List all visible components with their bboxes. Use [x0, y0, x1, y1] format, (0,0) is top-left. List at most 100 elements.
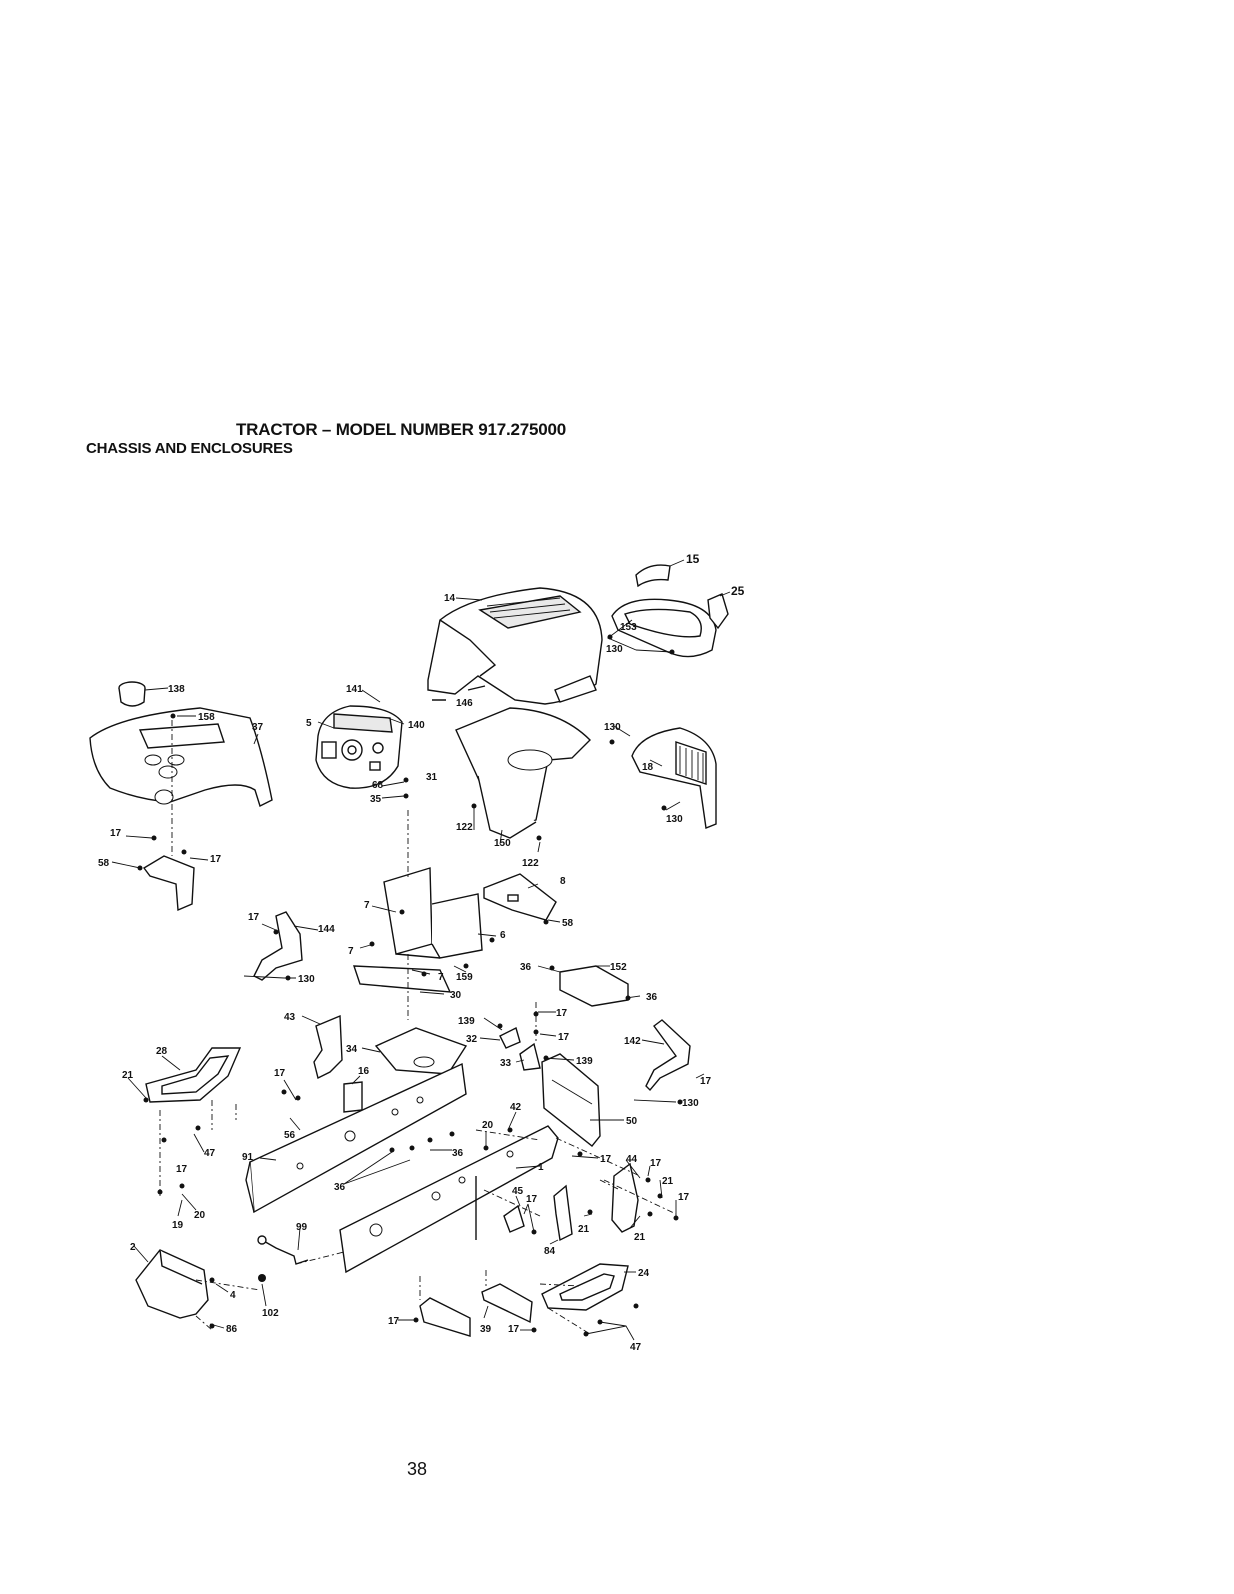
- callout-label: 158: [198, 712, 215, 723]
- callout-label: 144: [318, 924, 335, 935]
- callout-label: 17: [388, 1316, 400, 1327]
- callout-label: 47: [204, 1148, 216, 1159]
- callout-label: 18: [642, 762, 654, 773]
- callout-label: 130: [682, 1098, 699, 1109]
- callout-label: 17: [600, 1154, 612, 1165]
- callout-label: 17: [700, 1076, 712, 1087]
- callout-label: 21: [578, 1224, 590, 1235]
- center-plate-part: [374, 1027, 468, 1075]
- callout-label: 130: [666, 814, 683, 825]
- assembly-centerlines: [159, 720, 677, 1335]
- bracket-43-part: [313, 1014, 343, 1080]
- callout-label: 122: [456, 822, 473, 833]
- callout-label: 84: [544, 1246, 556, 1257]
- bracket-33-part: [519, 1042, 541, 1071]
- callout-label: 44: [626, 1154, 638, 1165]
- callout-label: 39: [480, 1324, 492, 1335]
- callout-label: 32: [466, 1034, 478, 1045]
- callout-label: 130: [604, 722, 621, 733]
- callout-label: 15: [686, 552, 700, 566]
- frame-left-part: [245, 1062, 467, 1214]
- callout-label: 139: [458, 1016, 475, 1027]
- callout-label: 21: [122, 1070, 134, 1081]
- callout-label: 17: [556, 1008, 568, 1019]
- callout-label: 36: [646, 992, 658, 1003]
- rod-99-part: [257, 1235, 309, 1265]
- bracket-45-part: [503, 1204, 525, 1233]
- callout-label: 19: [172, 1220, 184, 1231]
- front-axle-bracket-part: [135, 1249, 209, 1319]
- grille-part: [611, 598, 717, 658]
- callout-label: 99: [296, 1222, 308, 1233]
- callout-label: 102: [262, 1308, 279, 1319]
- bracket-44-part: [611, 1162, 639, 1233]
- callout-label: 86: [226, 1324, 238, 1335]
- callout-label: 8: [560, 876, 566, 887]
- page-subtitle: CHASSIS AND ENCLOSURES: [86, 440, 293, 457]
- callout-label: 141: [346, 684, 363, 695]
- callout-label: 31: [426, 772, 438, 783]
- dash-panel-part: [89, 707, 273, 807]
- callout-label: 122: [522, 858, 539, 869]
- callout-label: 17: [110, 828, 122, 839]
- rear-grille-part: [631, 727, 717, 829]
- callout-label: 35: [370, 794, 382, 805]
- callout-label: 20: [194, 1210, 206, 1221]
- callout-label: 25: [731, 584, 745, 598]
- callout-label: 43: [284, 1012, 296, 1023]
- callout-label: 36: [334, 1182, 346, 1193]
- callout-label: 34: [346, 1044, 358, 1055]
- callout-label: 17: [210, 854, 222, 865]
- callout-label: 153: [620, 622, 637, 633]
- callout-label: 138: [168, 684, 185, 695]
- bracket-17-bottom-part: [419, 1297, 471, 1337]
- callout-label: 68: [372, 780, 384, 791]
- callout-label: 150: [494, 838, 511, 849]
- callout-label: 142: [624, 1036, 641, 1047]
- instrument-panel-part: [315, 705, 403, 789]
- page-title: TRACTOR – MODEL NUMBER 917.275000: [236, 420, 567, 439]
- callout-label: 16: [358, 1066, 370, 1077]
- hood-bracket-left-part: [253, 911, 303, 981]
- dash-support-part: [455, 707, 591, 839]
- callout-label: 24: [638, 1268, 650, 1279]
- callout-label: 28: [156, 1046, 168, 1057]
- callout-label: 17: [558, 1032, 570, 1043]
- callout-label: 1: [538, 1162, 544, 1173]
- callout-label: 91: [242, 1152, 254, 1163]
- callout-label: 17: [526, 1194, 538, 1205]
- mount-bracket-part: [142, 855, 195, 912]
- floor-plate-part: [353, 965, 452, 993]
- callout-label: 14: [444, 593, 456, 604]
- callout-label: 36: [452, 1148, 464, 1159]
- callout-label: 56: [284, 1130, 296, 1141]
- mount-plate-part: [483, 873, 557, 921]
- callout-label: 17: [508, 1324, 520, 1335]
- fasteners: [137, 634, 683, 1337]
- callout-label: 7: [348, 946, 354, 957]
- bushing-16-part: [343, 1081, 363, 1113]
- callout-label: 21: [662, 1176, 674, 1187]
- callout-label: 140: [408, 720, 425, 731]
- callout-label: 30: [450, 990, 462, 1001]
- callout-label: 139: [576, 1056, 593, 1067]
- hood-bracket-right-part: [645, 1019, 691, 1092]
- callout-label: 130: [606, 644, 623, 655]
- callout-label: 6: [500, 930, 506, 941]
- callout-label: 17: [248, 912, 260, 923]
- callout-label: 36: [520, 962, 532, 973]
- steering-support-part: [383, 867, 483, 959]
- callout-label: 146: [456, 698, 473, 709]
- callout-label: 4: [230, 1290, 236, 1301]
- bracket-84-part: [553, 1184, 573, 1242]
- callout-labels: 15 25 14 153 130 146 138 158 141 5 140 3…: [98, 552, 745, 1353]
- hood-part: [427, 587, 603, 705]
- footrest-left-part: [145, 1047, 242, 1103]
- callout-label: 7: [364, 900, 370, 911]
- callout-label: 58: [562, 918, 574, 929]
- callout-label: 21: [634, 1232, 646, 1243]
- callout-label: 17: [176, 1164, 188, 1175]
- callout-label: 159: [456, 972, 473, 983]
- callout-label: 37: [252, 722, 264, 733]
